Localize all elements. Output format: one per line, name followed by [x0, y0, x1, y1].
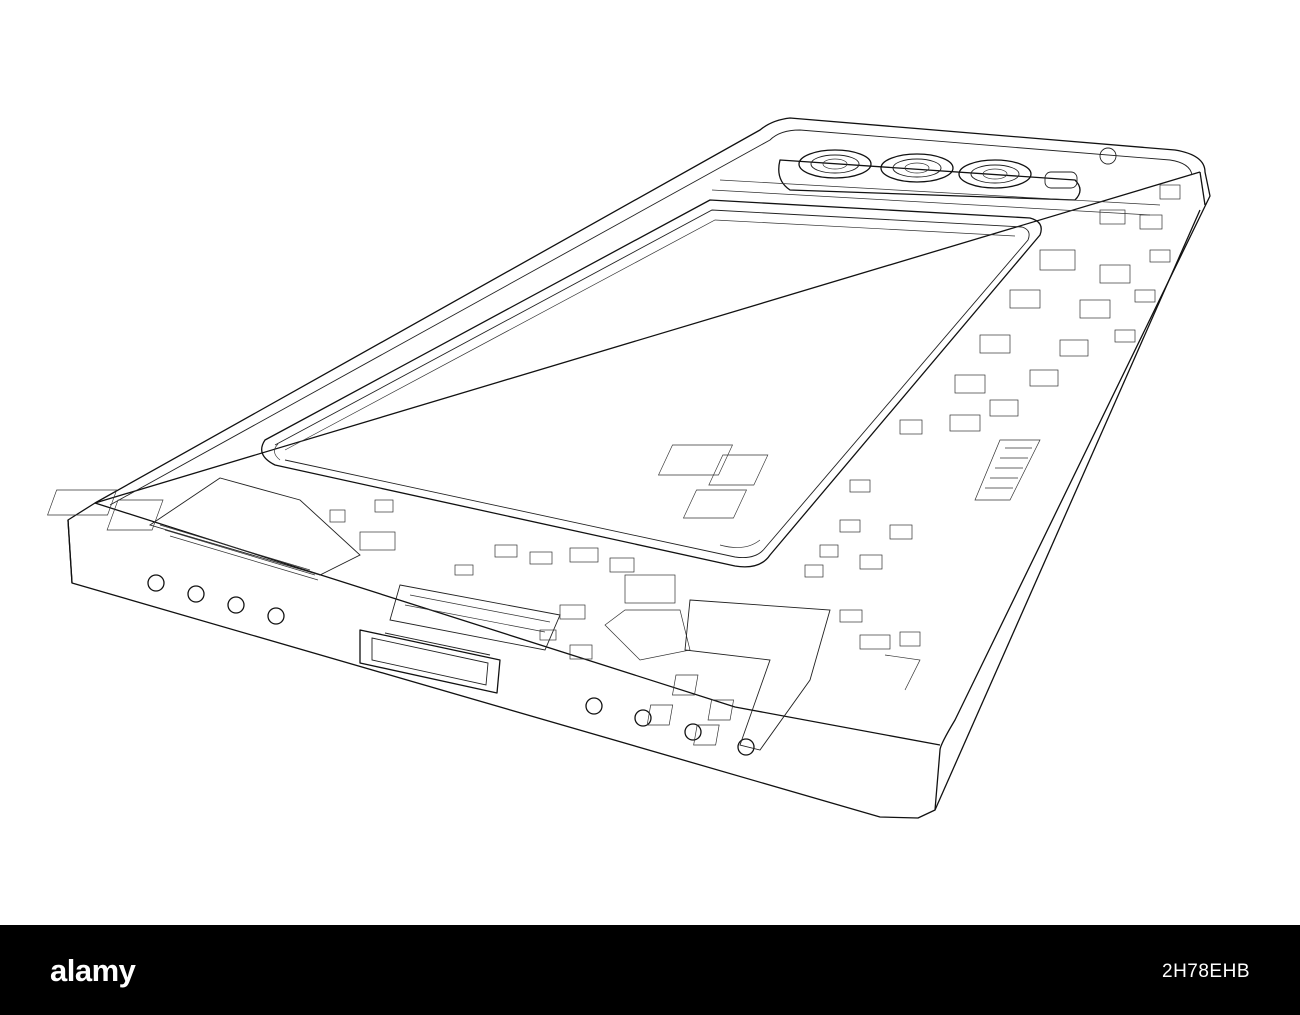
smartphone-wireframe-svg: [47, 117, 1211, 819]
camera-module: [778, 147, 1117, 201]
brand-logo-text: alamy: [50, 953, 136, 988]
stock-image-id: 2H78EHB: [1162, 961, 1250, 982]
upper-flex-strip: [711, 179, 1181, 216]
smartphone-wireframe-drawing: [47, 117, 1211, 819]
circuit-board-center: [389, 544, 691, 661]
circuit-board-left: [47, 477, 396, 581]
circuit-board-side: [657, 209, 1171, 578]
circuit-board-right: [646, 599, 921, 751]
speaker-holes: [147, 574, 755, 756]
charging-port: [359, 629, 501, 694]
phone-body: [67, 117, 1211, 819]
battery: [261, 199, 1042, 568]
watermark-banner: alamy 2H78EHB: [0, 925, 1300, 1015]
